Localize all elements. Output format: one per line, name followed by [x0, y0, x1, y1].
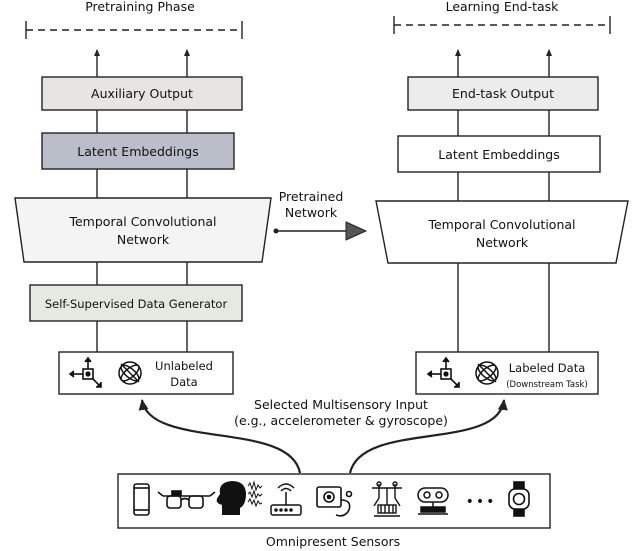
sensors-box — [117, 473, 551, 529]
end-task-output-box — [407, 76, 599, 111]
pretraining-phase-title: Pretraining Phase — [85, 0, 195, 14]
input-label-line1: Selected Multisensory Input — [254, 397, 428, 412]
sensors-caption: Omnipresent Sensors — [266, 534, 400, 549]
end-task-phase-title: Learning End-task — [446, 0, 560, 14]
auxiliary-output-label: Auxiliary Output — [91, 86, 193, 101]
head-sensor-icon — [216, 480, 263, 515]
data-generator-label: Self-Supervised Data Generator — [45, 297, 228, 311]
latent-embeddings-label-right: Latent Embeddings — [438, 147, 559, 162]
input-arrow-left — [138, 399, 302, 474]
multisensory-input-flow: Selected Multisensory Input (e.g., accel… — [138, 397, 508, 474]
data-generator-box — [29, 284, 243, 322]
robot-icon — [372, 481, 402, 517]
unlabeled-data-label-line2: Data — [170, 375, 197, 389]
sensors-panel: ••• Omnipresent Sensors — [117, 473, 551, 549]
accelerometer-icon — [426, 356, 460, 388]
end-task-panel: Learning End-task End-task Output Latent… — [375, 0, 629, 395]
tcn-label-right-line1: Temporal Convolutional — [427, 217, 575, 232]
labeled-data-label-line1: Labeled Data — [509, 361, 586, 375]
router-icon — [270, 483, 302, 516]
smartwatch-icon — [508, 481, 530, 517]
smartphone-icon — [133, 483, 150, 516]
labeled-data-label-line2: (Downstream Task) — [506, 380, 588, 390]
pretrained-label-line1: Pretrained — [279, 189, 344, 204]
latent-embeddings-label-left: Latent Embeddings — [77, 144, 198, 159]
tcn-label-left-line1: Temporal Convolutional — [68, 214, 216, 229]
pretraining-panel: Pretraining Phase Auxiliary Output Laten… — [14, 0, 272, 395]
camera-sensor-icon — [316, 486, 353, 517]
smart-speaker-icon — [417, 487, 449, 515]
smart-glasses-icon — [157, 490, 216, 509]
tcn-trapezoid-left — [14, 197, 272, 263]
gyroscope-icon — [475, 361, 499, 385]
end-task-output-label: End-task Output — [452, 86, 554, 101]
input-arrow-right — [348, 399, 508, 474]
tcn-label-left-line2: Network — [117, 232, 170, 247]
unlabeled-data-label-line1: Unlabeled — [155, 359, 213, 373]
tcn-trapezoid-right — [375, 200, 629, 264]
pretrained-network-transfer: Pretrained Network — [273, 189, 368, 241]
pretrained-label-line2: Network — [285, 205, 338, 220]
auxiliary-output-box — [41, 76, 243, 111]
latent-embeddings-box-left — [41, 132, 235, 170]
sensors-ellipsis: ••• — [466, 494, 497, 510]
tcn-label-right-line2: Network — [476, 235, 529, 250]
latent-embeddings-box-right — [397, 135, 601, 173]
transfer-arrow-head — [345, 221, 368, 241]
accelerometer-icon — [68, 356, 102, 388]
gyroscope-icon — [118, 361, 142, 385]
input-label-line2: (e.g., accelerometer & gyroscope) — [234, 413, 448, 428]
